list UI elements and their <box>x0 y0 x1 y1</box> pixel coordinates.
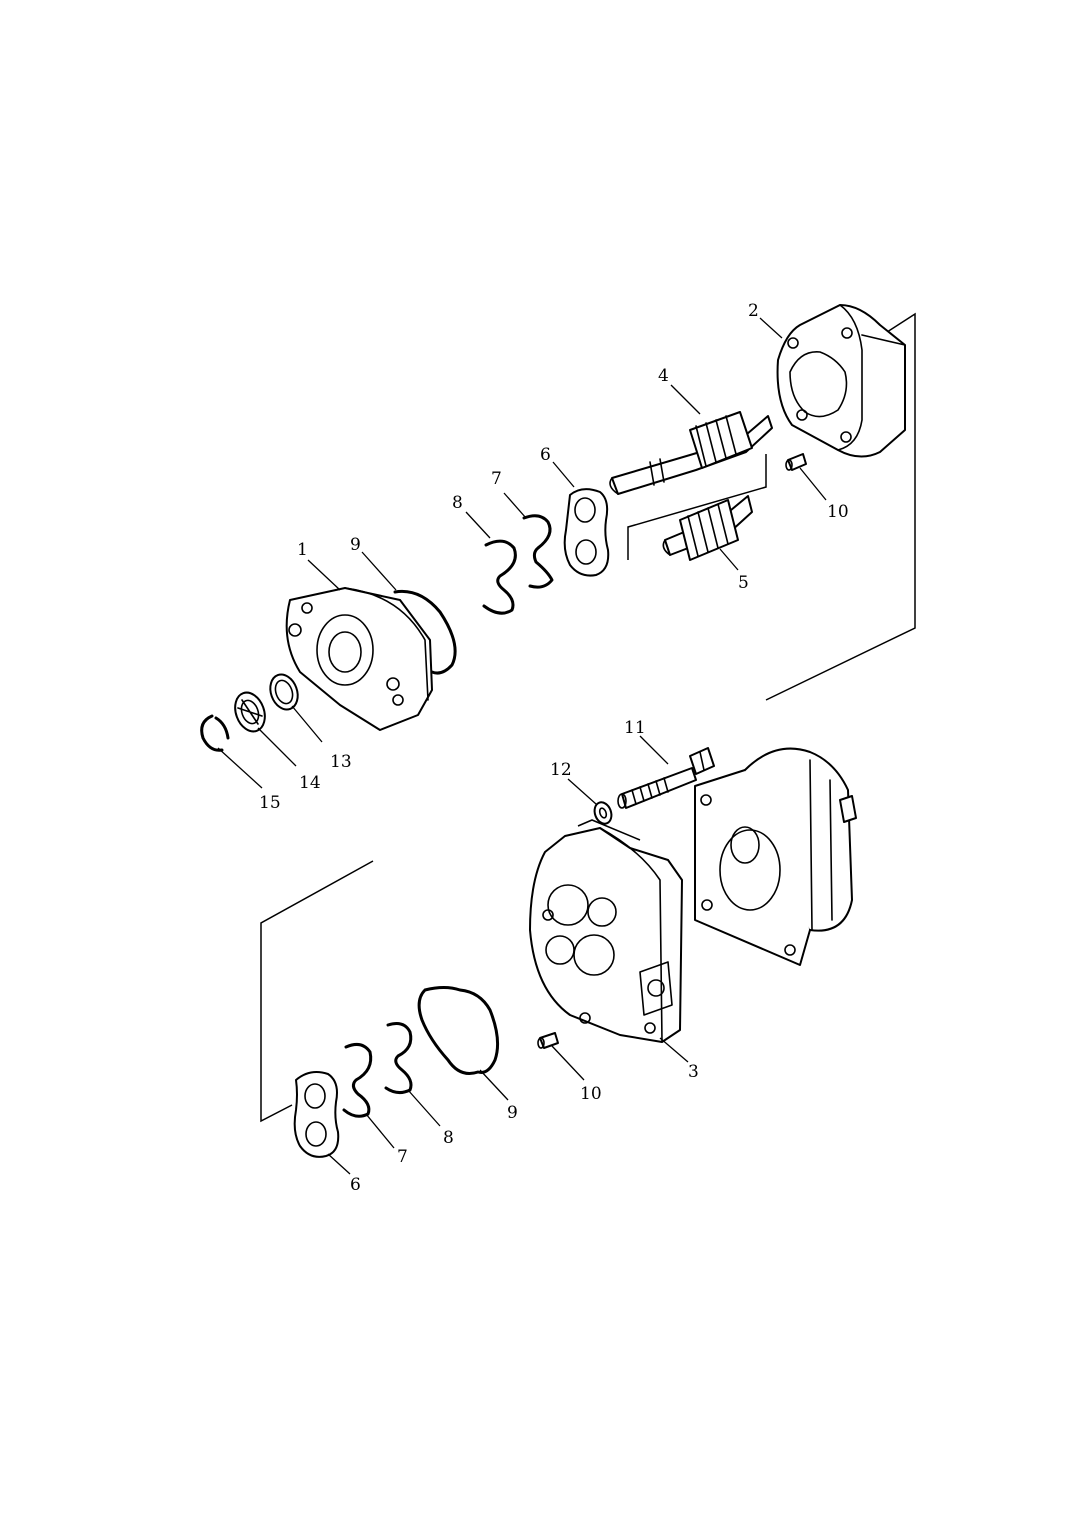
callout-4: 4 <box>658 366 669 386</box>
part-3-rear-cover <box>529 827 683 1043</box>
callout-14: 14 <box>299 773 321 793</box>
callout-8-lower: 8 <box>443 1128 454 1148</box>
part-1-front-cover <box>285 587 433 731</box>
assembled-pump <box>694 747 857 966</box>
part-12-washer <box>593 801 613 825</box>
callout-10-lower: 10 <box>580 1084 602 1104</box>
callout-9-lower: 9 <box>507 1103 518 1123</box>
callout-5: 5 <box>738 573 749 593</box>
callout-3: 3 <box>688 1062 699 1082</box>
callout-2: 2 <box>748 301 759 321</box>
callout-11: 11 <box>624 718 646 738</box>
part-15-snap-ring <box>200 714 230 752</box>
part-11-bolt <box>617 747 715 809</box>
callout-15: 15 <box>259 793 281 813</box>
part-8-seal-ring-lower <box>384 1022 413 1095</box>
callout-leader-lines <box>217 317 827 1175</box>
callout-6-upper: 6 <box>540 445 551 465</box>
part-14-oil-seal <box>234 691 266 733</box>
callout-12: 12 <box>550 760 572 780</box>
callout-8-upper: 8 <box>452 493 463 513</box>
callout-13: 13 <box>330 752 352 772</box>
callout-1: 1 <box>297 540 308 560</box>
part-5-driven-gear <box>662 495 753 561</box>
part-10-dowel-pin-lower <box>537 1032 559 1049</box>
callout-7-upper: 7 <box>491 469 502 489</box>
part-13-washer <box>269 673 299 711</box>
part-9-o-ring-lower <box>417 986 500 1075</box>
part-6-side-plate-upper <box>563 488 610 577</box>
callout-9-upper: 9 <box>350 535 361 555</box>
callout-6-lower: 6 <box>350 1175 361 1195</box>
part-4-drive-gear-shaft <box>609 411 773 495</box>
part-10-dowel-pin-upper <box>785 453 807 471</box>
assembly-frame-lines <box>260 312 916 1123</box>
callout-labels: 1 2 3 4 5 6 6 7 7 8 8 9 9 10 10 11 12 13… <box>259 301 849 1195</box>
part-6-side-plate-lower <box>293 1071 340 1158</box>
callout-10-upper: 10 <box>827 502 849 522</box>
part-9-o-ring-upper <box>393 589 457 675</box>
callout-7-lower: 7 <box>397 1147 408 1167</box>
part-2-gear-housing <box>776 304 906 458</box>
part-7-backup-ring-upper <box>522 514 554 589</box>
part-7-backup-ring-lower <box>342 1042 373 1118</box>
part-8-seal-ring-upper <box>482 539 517 615</box>
